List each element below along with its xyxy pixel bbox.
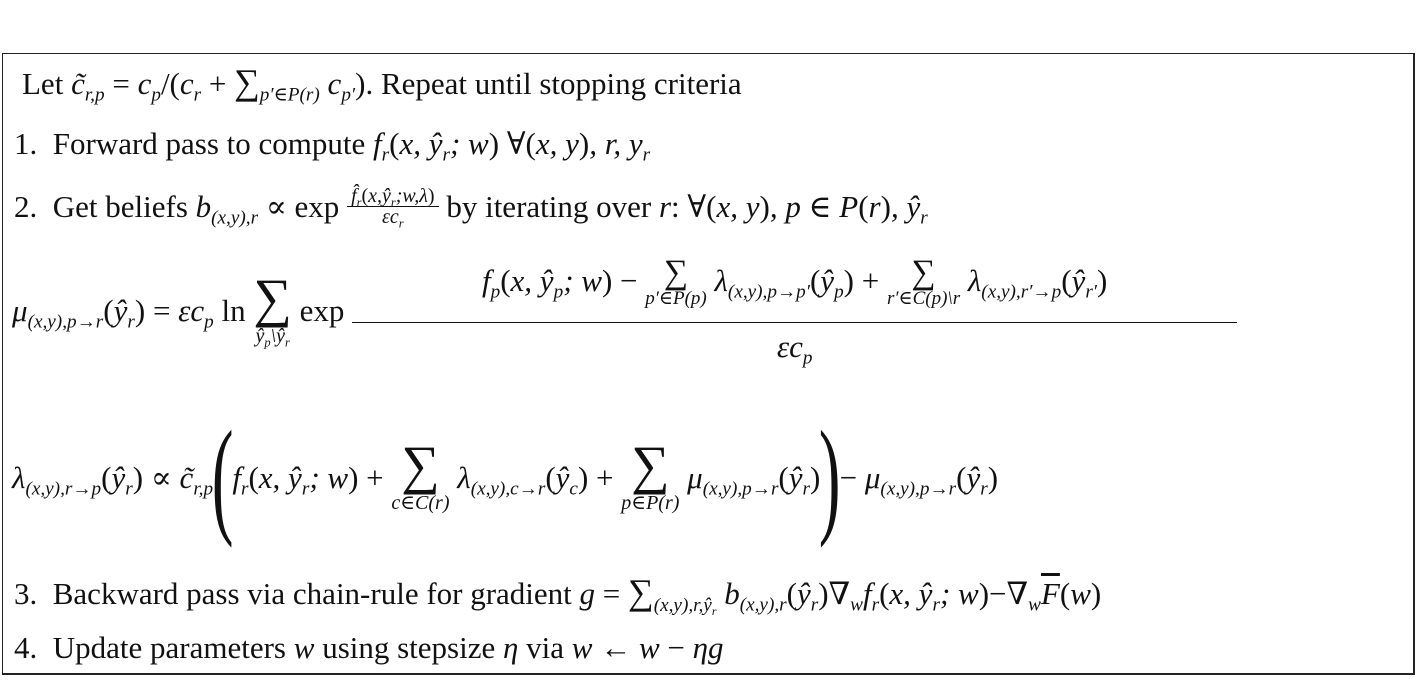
- stepsize-eta: η: [503, 630, 519, 665]
- step-4: 4. Update parameters w using stepsize η …: [14, 632, 724, 663]
- lambda-update-equation: λ(x,y),r→p(ŷr) ∝ c̃r,p(fr(x, ŷr; w) + ∑c…: [12, 405, 999, 549]
- update-rule: w ← w − ηg: [571, 630, 724, 665]
- algorithm-header: Let c̃r,p = cp/(cr + ∑p′∈P(r) cp′). Repe…: [22, 62, 742, 106]
- step-2-number: 2.: [14, 189, 38, 224]
- sum-over-parents-of-p: ∑p′∈P(p): [645, 254, 707, 309]
- step-1-number: 1.: [14, 126, 38, 161]
- step-3: 3. Backward pass via chain-rule for grad…: [14, 572, 1102, 618]
- sum-over-children-of-r: ∑c∈C(r): [391, 435, 450, 514]
- sum-over-parents-of-r: ∑p∈P(r): [621, 435, 680, 514]
- step-1-math: fr(x, ŷr; w) ∀(x, y), r, yr: [373, 126, 651, 166]
- step-2-text2: by iterating over: [446, 189, 652, 224]
- step-4-text-b: using stepsize: [322, 630, 496, 665]
- step-3-text: Backward pass via chain-rule for gradien…: [52, 576, 572, 611]
- step-4-number: 4.: [14, 630, 38, 665]
- step-2-text: Get beliefs: [52, 189, 188, 224]
- belief-expression: b(x,y),r ∝ exp f̂r(x,ŷr;w,λ) εcr: [196, 186, 447, 230]
- mu-fraction: fp(x, ŷp; w) − ∑p′∈P(p) λ(x,y),p→p′(ŷp) …: [352, 254, 1238, 368]
- c-tilde-definition: c̃r,p = cp/(cr + ∑p′∈P(r) cp′): [71, 62, 366, 106]
- step-4-text: Update parameters: [52, 630, 286, 665]
- step-4-text-c: via: [526, 630, 565, 665]
- belief-fraction: f̂r(x,ŷr;w,λ) εcr: [347, 186, 439, 230]
- left-paren: (: [211, 405, 234, 549]
- step-1-text: Forward pass to compute: [52, 126, 366, 161]
- step-2: 2. Get beliefs b(x,y),r ∝ exp f̂r(x,ŷr;w…: [14, 186, 928, 230]
- step-3-number: 3.: [14, 576, 38, 611]
- sum-over-children-of-p: ∑r′∈C(p)\r: [886, 254, 961, 309]
- step-2-iter-math: r: ∀(x, y), p ∈ P(r), ŷr: [658, 189, 928, 229]
- param-w: w: [293, 630, 315, 665]
- gradient-expression: g = ∑(x,y),r,ŷr b(x,y),r(ŷr)∇wfr(x, ŷr; …: [579, 572, 1102, 618]
- mu-update-equation: μ(x,y),p→r(ŷr) = εcp ln ∑ŷp\ŷr exp fp(x,…: [12, 254, 1238, 368]
- algorithm-box: [2, 53, 1415, 675]
- lambda-lhs: λ(x,y),r→p(ŷr) ∝ c̃r,p: [12, 459, 214, 500]
- sum-over-yp-minus-yr: ∑ŷp\ŷr: [253, 268, 292, 349]
- let-label: Let: [22, 66, 64, 101]
- repeat-label: . Repeat until stopping criteria: [365, 66, 742, 101]
- step-1: 1. Forward pass to compute fr(x, ŷr; w) …: [14, 126, 651, 166]
- right-paren: ): [819, 405, 841, 549]
- mu-lhs: μ(x,y),p→r(ŷr) = εcp ln: [12, 292, 246, 333]
